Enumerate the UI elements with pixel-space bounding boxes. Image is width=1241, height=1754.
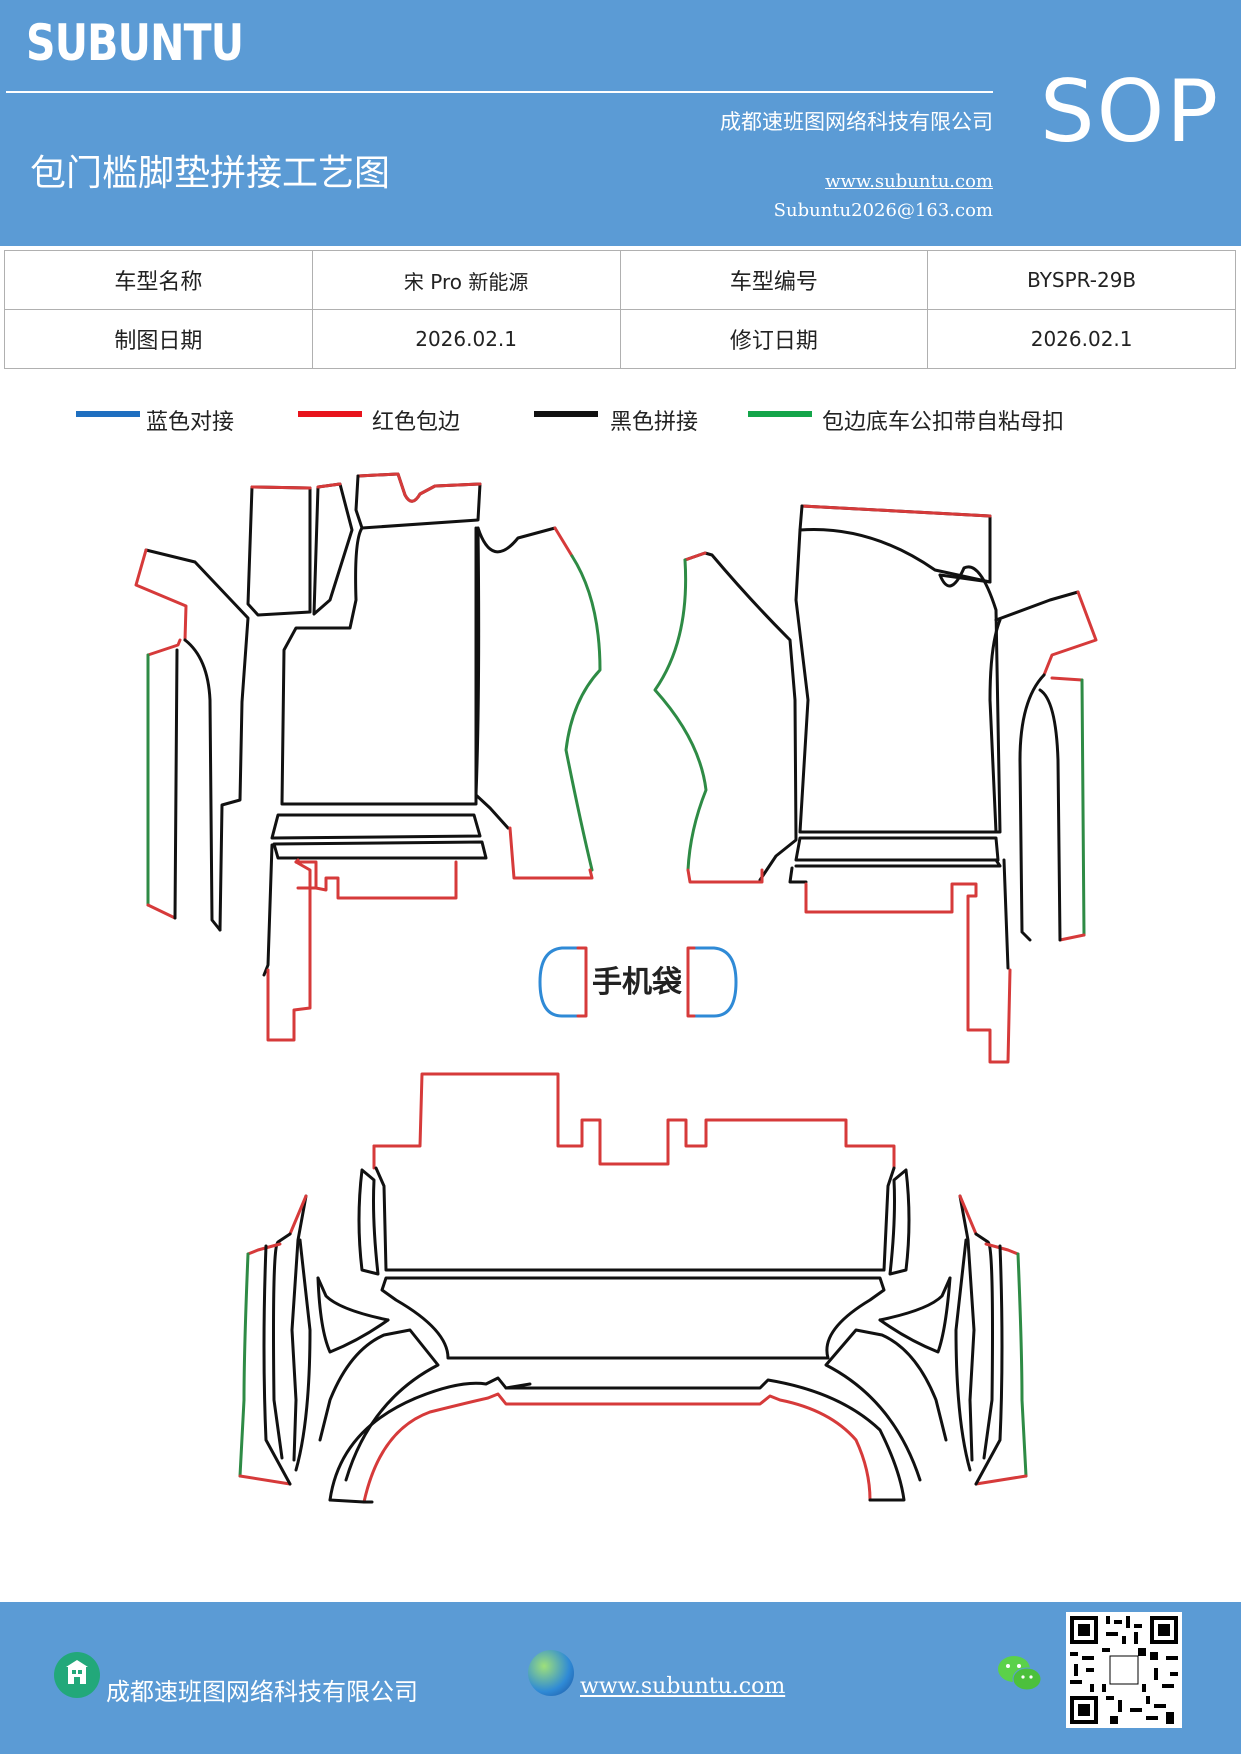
wechat-icon[interactable] xyxy=(996,1652,1044,1696)
table-cell: 宋 Pro 新能源 xyxy=(311,250,621,310)
right-front-mats xyxy=(653,504,1098,1064)
company-name: 成都速班图网络科技有限公司 xyxy=(720,110,993,134)
legend-swatch xyxy=(534,411,598,417)
table-row: 车型名称 宋 Pro 新能源 车型编号 BYSPR-29B xyxy=(4,250,1236,310)
table-cell: 车型编号 xyxy=(619,250,929,310)
table-cell: 修订日期 xyxy=(619,309,929,369)
table-cell: 车型名称 xyxy=(4,250,313,310)
building-icon xyxy=(54,1652,100,1698)
header-divider xyxy=(6,91,993,93)
sop-label: SOP xyxy=(1040,62,1221,162)
footer: 成都速班图网络科技有限公司 www.subuntu.com xyxy=(0,1602,1241,1754)
page-title: 包门槛脚垫拼接工艺图 xyxy=(30,153,391,194)
globe-icon xyxy=(528,1650,574,1696)
rear-mats xyxy=(238,1072,1028,1504)
table-cell: 2026.02.1 xyxy=(927,309,1236,369)
floor-mat-diagram: 手机袋 xyxy=(134,472,1098,1504)
legend-label: 包边底车公扣带自粘母扣 xyxy=(822,410,1065,435)
table-cell: 2026.02.1 xyxy=(311,309,621,369)
website-link[interactable]: www.subuntu.com xyxy=(825,171,993,192)
phone-bag xyxy=(538,946,738,1018)
left-front-mats xyxy=(134,472,602,1042)
brand-logo: SUBUNTU xyxy=(26,14,244,72)
table-cell: BYSPR-29B xyxy=(927,250,1236,310)
legend-swatch xyxy=(298,411,362,417)
legend-swatch xyxy=(748,411,812,417)
legend-label: 蓝色对接 xyxy=(146,410,235,435)
footer-website-link[interactable]: www.subuntu.com xyxy=(580,1674,786,1699)
header: SUBUNTU SOP 成都速班图网络科技有限公司 包门槛脚垫拼接工艺图 www… xyxy=(0,0,1241,246)
legend-label: 黑色拼接 xyxy=(610,410,699,435)
qr-code xyxy=(1066,1612,1182,1728)
legend-swatch xyxy=(76,411,140,417)
phone-bag-label: 手机袋 xyxy=(592,965,682,1000)
info-table: 车型名称 宋 Pro 新能源 车型编号 BYSPR-29B 制图日期 2026.… xyxy=(4,250,1236,369)
table-row: 制图日期 2026.02.1 修订日期 2026.02.1 xyxy=(4,309,1236,369)
email-text: Subuntu2026@163.com xyxy=(773,200,993,221)
footer-company: 成都速班图网络科技有限公司 xyxy=(106,1678,418,1706)
legend-label: 红色包边 xyxy=(372,410,461,435)
table-cell: 制图日期 xyxy=(4,309,313,369)
